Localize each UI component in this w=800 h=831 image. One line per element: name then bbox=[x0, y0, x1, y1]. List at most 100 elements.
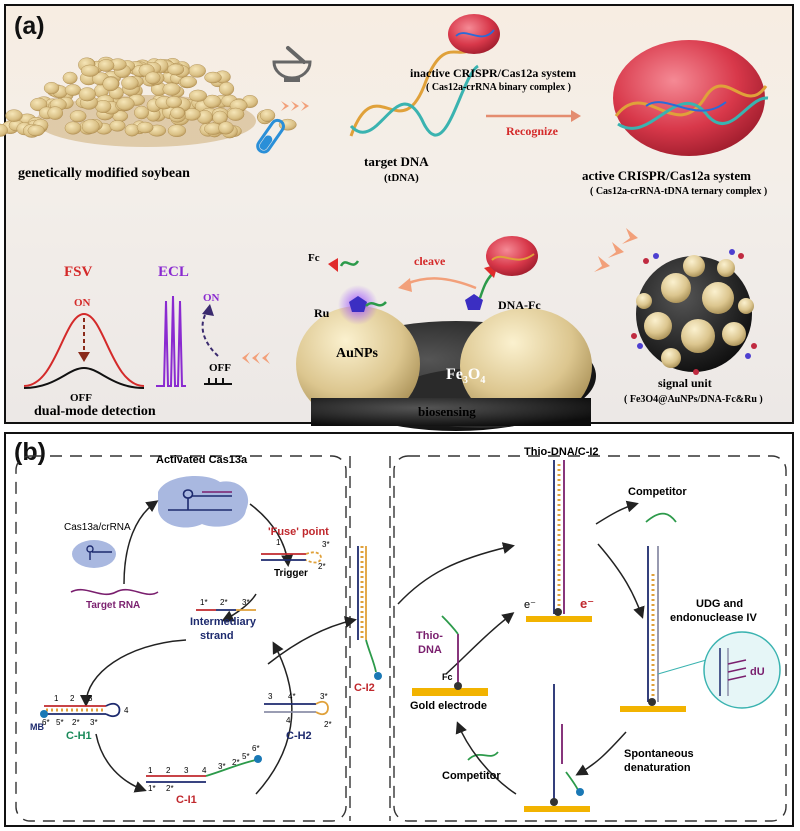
soybean-icon bbox=[162, 82, 181, 96]
cleave-cas12a-icon bbox=[486, 236, 538, 276]
competitor-strand-icon bbox=[467, 751, 499, 761]
signal-unit-caption: signal unit bbox=[658, 376, 712, 390]
inactive-title: inactive CRISPR/Cas12a system bbox=[410, 66, 576, 80]
soybean-icon bbox=[165, 95, 183, 108]
domain-label: 5* bbox=[56, 718, 64, 727]
soybean-caption: genetically modified soybean bbox=[18, 166, 190, 181]
aunps-label: AuNPs bbox=[336, 346, 379, 361]
c-i1-label: C-I1 bbox=[176, 794, 197, 806]
cas13a-crrna-icon bbox=[72, 540, 116, 568]
soybean-icon bbox=[102, 76, 119, 92]
fc-small-label: Fc bbox=[442, 672, 453, 682]
domain-label: 1 bbox=[54, 694, 59, 703]
soybean-icon bbox=[116, 97, 135, 111]
panel-b-graphics bbox=[15, 455, 787, 822]
soybean-icon bbox=[203, 94, 222, 109]
mb-label: MB bbox=[30, 722, 44, 732]
domain-label: 1 bbox=[148, 766, 153, 775]
soybean-icon bbox=[62, 71, 78, 85]
c-h1-label: C-H1 bbox=[66, 730, 92, 742]
domain-label: 2* bbox=[220, 598, 228, 607]
soybean-icon bbox=[97, 59, 115, 72]
panel-b-label: (b) bbox=[14, 438, 46, 466]
soybean-icon bbox=[124, 123, 140, 137]
fc-fragment-icon bbox=[328, 258, 360, 272]
soybean-icon bbox=[43, 81, 60, 95]
soybean-pile-icon bbox=[0, 56, 297, 147]
panel-b: (b) bbox=[4, 432, 794, 827]
intermediary-label-1: Intermediary bbox=[190, 616, 257, 628]
udg-label-2: endonuclease IV bbox=[670, 612, 757, 624]
domain-label: 1* bbox=[200, 598, 208, 607]
panel-a-graphics bbox=[0, 14, 769, 431]
domain-label: 4 bbox=[124, 706, 129, 715]
trigger-label: Trigger bbox=[274, 568, 308, 579]
domain-label: 3* bbox=[242, 598, 250, 607]
c-i1-duplex-icon bbox=[146, 755, 262, 783]
domain-label: 1* bbox=[148, 784, 156, 793]
domain-label: 3 bbox=[268, 692, 273, 701]
active-subtitle: ( Cas12a-crRNA-tDNA ternary complex ) bbox=[590, 186, 768, 197]
fe3o4-fe: Fe bbox=[446, 366, 463, 383]
soybean-icon bbox=[64, 84, 82, 96]
du-inset-icon bbox=[703, 631, 781, 709]
target-rna-label: Target RNA bbox=[86, 600, 141, 611]
dna-fc-icon bbox=[465, 264, 498, 310]
competitor-bottom-label: Competitor bbox=[442, 770, 501, 782]
domain-label: 6* bbox=[42, 718, 50, 727]
soybean-icon bbox=[69, 110, 87, 123]
intermediary-label-2: strand bbox=[200, 630, 234, 642]
thio-dna-c-i2-label: Thio-DNA/C-I2 bbox=[524, 446, 599, 458]
domain-label: 2* bbox=[318, 562, 326, 571]
cleave-arrow-icon bbox=[398, 277, 477, 292]
target-dna-helix-icon bbox=[349, 43, 479, 137]
domain-label: 4 bbox=[286, 716, 291, 725]
soybean-icon bbox=[0, 123, 8, 137]
cas13a-crrna-label: Cas13a/crRNA bbox=[64, 522, 131, 533]
biosensing-scene-icon bbox=[296, 306, 596, 431]
ecl-off-label: OFF bbox=[209, 362, 231, 374]
soybean-icon bbox=[78, 87, 96, 102]
domain-label: 2* bbox=[324, 720, 332, 729]
fe3o4-sub-4: 4 bbox=[480, 375, 486, 387]
dna-fc-label: DNA-Fc bbox=[498, 298, 541, 312]
electron-label-right: e⁻ bbox=[580, 596, 595, 611]
domain-label: 2 bbox=[166, 766, 171, 775]
fsv-curve-icon bbox=[23, 312, 145, 389]
soybean-icon bbox=[188, 64, 206, 78]
soybean-icon bbox=[27, 124, 45, 137]
domain-label: 5* bbox=[242, 752, 250, 761]
soybean-icon bbox=[167, 124, 186, 137]
domain-label: 3* bbox=[90, 718, 98, 727]
soybean-icon bbox=[80, 64, 100, 77]
gold-electrode-label: Gold electrode bbox=[410, 700, 488, 712]
panel-a: (a) bbox=[0, 4, 794, 431]
cleave-label: cleave bbox=[414, 254, 446, 268]
soybean-icon bbox=[121, 76, 139, 90]
fuse-point-label: 'Fuse' point bbox=[268, 526, 329, 538]
fe3o4-sub-3: 3 bbox=[462, 375, 468, 387]
domain-label: 3* bbox=[320, 692, 328, 701]
electron-label-left: e⁻ bbox=[524, 599, 536, 611]
udg-label-1: UDG and bbox=[696, 598, 744, 610]
c-h2-hairpin-icon bbox=[264, 701, 329, 715]
domain-label: 6* bbox=[252, 744, 260, 753]
inactive-cas12a-icon bbox=[448, 14, 500, 54]
spontaneous-label-2: denaturation bbox=[624, 762, 691, 774]
soybean-icon bbox=[47, 106, 64, 120]
ru-label: Ru bbox=[314, 306, 330, 320]
c-i2-duplex-icon bbox=[357, 546, 382, 680]
thio-label-2: DNA bbox=[418, 644, 442, 656]
signal-unit-subcaption: ( Fe3O4@AuNPs/DNA-Fc&Ru ) bbox=[624, 394, 763, 405]
soybean-icon bbox=[64, 121, 82, 135]
ecl-on-label: ON bbox=[203, 292, 220, 304]
fe3o4-o: O bbox=[467, 366, 481, 383]
thio-dna-c-i2-structure-icon bbox=[526, 460, 592, 622]
soybean-icon bbox=[179, 76, 197, 88]
domain-label: 3 bbox=[184, 766, 189, 775]
soybean-icon bbox=[167, 63, 185, 76]
udg-structure-icon bbox=[620, 546, 721, 712]
trigger-hairpin-icon bbox=[261, 551, 322, 564]
chevron-arrow-icon bbox=[594, 228, 638, 272]
c-h1-hairpin-icon bbox=[40, 703, 121, 718]
